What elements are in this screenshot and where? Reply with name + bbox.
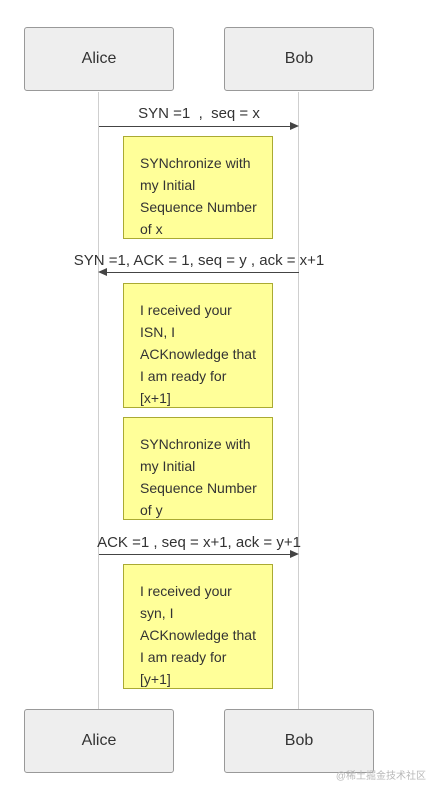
note-text: of y: [140, 502, 163, 518]
note-text: I am ready for: [140, 368, 227, 384]
note-text: SYNchronize with: [140, 155, 251, 171]
actor-bob-bottom: Bob: [224, 709, 374, 773]
actor-alice-bottom: Alice: [24, 709, 174, 773]
message-label-ack: ACK =1 , seq = x+1, ack = y+1: [97, 534, 301, 551]
note-text: ACKnowledge that: [140, 346, 256, 362]
note-text: I received your: [140, 583, 232, 599]
actor-bob-top: Bob: [224, 27, 374, 91]
message-line-syn-ack: [107, 272, 299, 273]
note-text: Sequence Number: [140, 199, 257, 215]
arrow-right-icon: [290, 550, 299, 558]
note-text: ACKnowledge that: [140, 627, 256, 643]
actor-label: Bob: [284, 50, 314, 67]
note-text: [x+1]: [140, 390, 171, 406]
message-line-ack: [99, 554, 291, 555]
note-text: [y+1]: [140, 671, 171, 687]
note-text: my Initial: [140, 458, 196, 474]
note-text: I am ready for: [140, 649, 227, 665]
note-text: SYNchronize with: [140, 436, 251, 452]
actor-label: Alice: [81, 732, 117, 749]
note-syn-bob: SYNchronize with my Initial Sequence Num…: [123, 417, 273, 520]
message-label-syn: SYN =1 , seq = x: [138, 105, 260, 122]
note-text: I received your: [140, 302, 232, 318]
arrow-right-icon: [290, 122, 299, 130]
actor-label: Bob: [284, 732, 314, 749]
watermark-text: @稀土掘金技术社区: [335, 771, 426, 782]
note-text: syn, I: [140, 605, 174, 621]
actor-alice-top: Alice: [24, 27, 174, 91]
note-text: Sequence Number: [140, 480, 257, 496]
note-text: of x: [140, 221, 163, 237]
alice-lifeline: [98, 92, 99, 710]
note-ack-bob: I received your ISN, I ACKnowledge that …: [123, 283, 273, 408]
actor-label: Alice: [81, 50, 117, 67]
note-text: ISN, I: [140, 324, 176, 340]
bob-lifeline: [298, 92, 299, 710]
message-label-syn-ack: SYN =1, ACK = 1, seq = y , ack = x+1: [73, 252, 325, 269]
message-line-syn: [99, 126, 291, 127]
note-ack-alice: I received your syn, I ACKnowledge that …: [123, 564, 273, 689]
note-syn-alice: SYNchronize with my Initial Sequence Num…: [123, 136, 273, 239]
arrow-left-icon: [98, 268, 107, 276]
note-text: my Initial: [140, 177, 196, 193]
